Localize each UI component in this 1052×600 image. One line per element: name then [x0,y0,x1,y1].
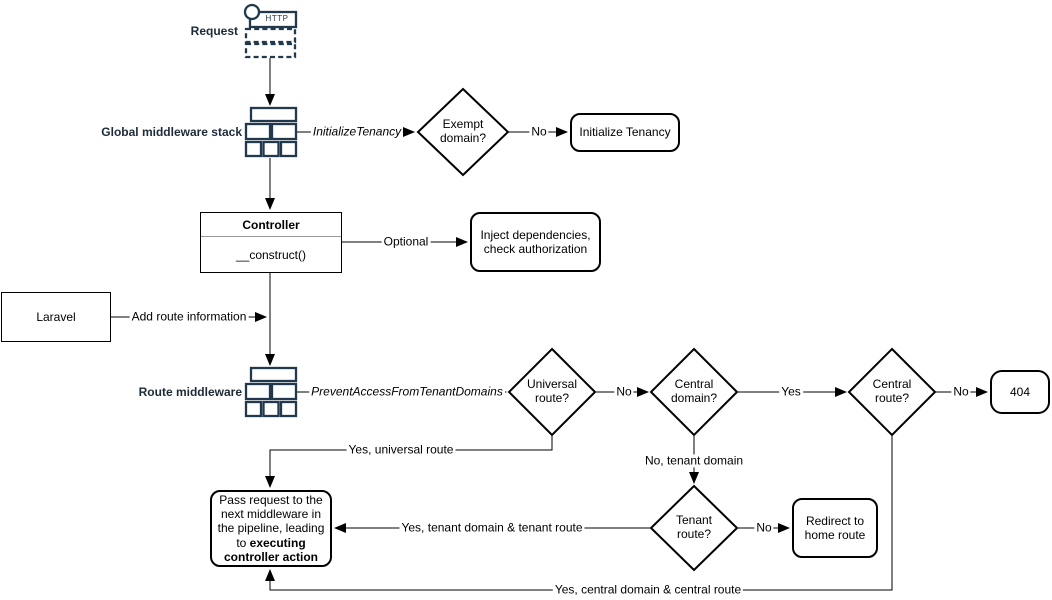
pass-request-text: Pass request to the next middleware in t… [216,493,326,565]
edge-label-prevent-access: PreventAccessFromTenantDomains [309,384,505,399]
edge-label-add-route-information: Add route information [129,309,249,324]
request-label: Request [190,24,238,38]
not-found-box: 404 [990,370,1050,414]
laravel-box: Laravel [1,292,111,342]
global-middleware-stack-label: Global middleware stack [101,125,242,139]
edge-label-initialize-tenancy: InitializeTenancy [310,124,404,139]
pass-request-box: Pass request to the next middleware in t… [210,490,332,567]
controller-box: Controller __construct() [200,212,342,273]
edge-label-central-route-no: No [951,384,971,399]
controller-construct: __construct() [235,247,307,262]
tenant-route-diamond [649,484,739,572]
http-icon-caption: HTTP [265,14,289,23]
inject-dependencies-box: Inject dependencies, check authorization [470,212,601,272]
global-middleware-stack-icon [244,106,298,158]
redirect-home-box: Redirect to home route [792,498,878,558]
edge-label-central-yes: Yes, central domain & central route [552,582,744,597]
edge-label-tenant-yes: Yes, tenant domain & tenant route [399,520,585,535]
edge-label-universal-yes: Yes, universal route [346,442,456,457]
route-middleware-icon [244,366,298,418]
edge-label-tenant-domain-no: No, tenant domain [642,453,746,468]
central-route-diamond [847,347,937,437]
initialize-tenancy-box: Initialize Tenancy [570,113,680,152]
edge-label-universal-no: No [614,384,634,399]
pass-request-text-normal: Pass request to the next middleware in t… [217,492,325,550]
edge-label-optional: Optional [381,234,431,249]
route-middleware-label: Route middleware [138,385,242,399]
controller-title: Controller [201,213,341,237]
http-request-icon [243,3,298,59]
edge-label-exempt-no: No [529,124,549,139]
central-domain-diamond [649,347,739,437]
exempt-domain-diamond [416,87,510,177]
edge-label-tenant-route-no: No [754,520,774,535]
universal-route-diamond [507,347,597,437]
edge-label-central-domain-yes: Yes [779,384,803,399]
pass-request-text-bold: executing controller action [223,535,318,565]
